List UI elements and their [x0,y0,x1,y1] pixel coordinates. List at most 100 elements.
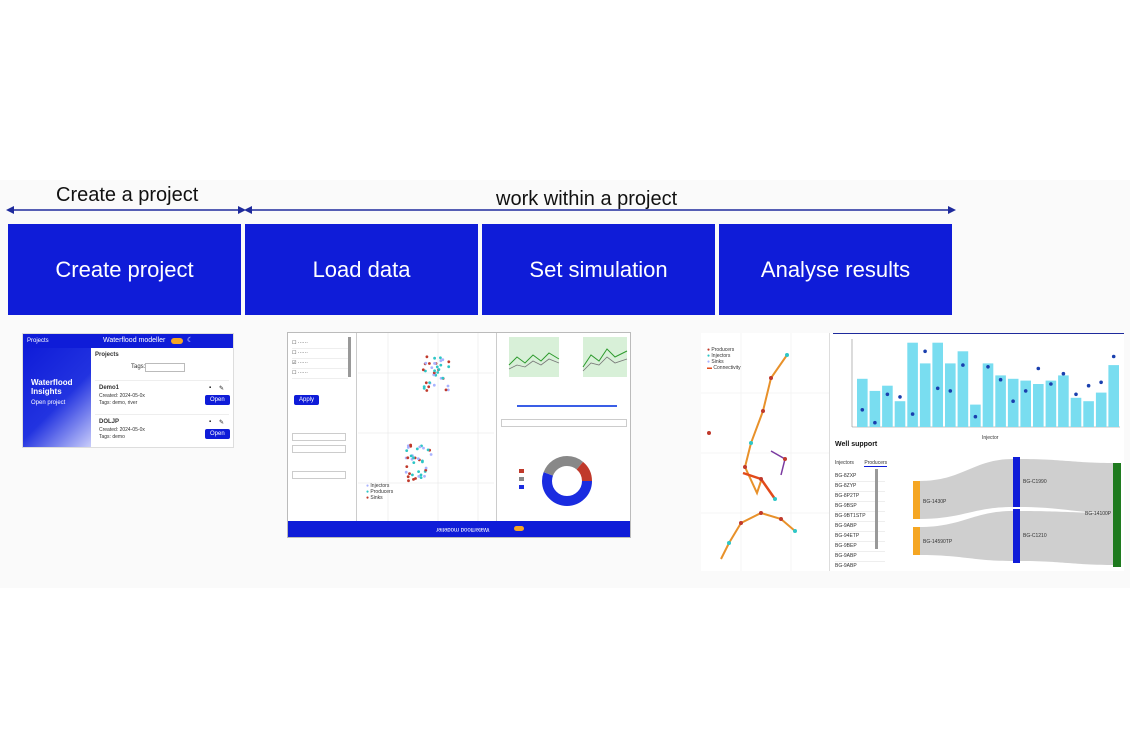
bar [1108,365,1119,427]
map-point [429,453,433,456]
bar [1083,401,1094,427]
map-point [419,473,423,477]
well-node [779,517,783,521]
map-point [424,466,428,470]
bar [1045,380,1057,427]
map-point [424,381,428,385]
bar-point [1036,366,1041,371]
map-point [430,366,434,369]
bar [1020,380,1031,427]
stage-create-project: Create project [8,224,241,315]
sankey-label: BG-14100P [1085,511,1112,517]
map-point [446,388,450,392]
thumb1-project-card[interactable]: Demo1 Created: 2024-05-0x Tags: demo, ri… [95,380,230,411]
thumb2-select[interactable] [292,471,346,479]
thumb2-date-field[interactable] [292,433,346,441]
map-point [417,470,420,473]
bar-point [986,365,990,369]
well-list-item[interactable]: BG-9ABP [835,562,885,571]
stage-analyse-results: Analyse results [719,224,952,315]
tab-injectors[interactable]: Injectors [835,460,854,466]
bar-point [910,412,915,416]
thumb3-map-legend-item: Producers [711,347,735,353]
edit-icon[interactable]: ✎ [219,420,225,426]
map-point [424,369,427,373]
map-point [421,460,424,464]
map-point [414,477,417,480]
thumb2-scrollbar[interactable] [348,337,351,377]
map-point [424,361,428,365]
well-list-item[interactable]: BG-9BEP [835,542,885,552]
thumb1-open-button[interactable]: Open [205,429,230,439]
thumb2-date-field[interactable] [292,445,346,453]
map-point [407,479,410,483]
thumb3-well-scrollbar[interactable] [875,469,878,549]
well-list-item[interactable]: BG-9BT1STP [835,512,885,522]
map-point [404,470,408,474]
bar-point [961,363,965,367]
map-point [447,365,451,369]
well-list-item[interactable]: BG-8ZXP [835,472,885,482]
map-point [406,475,410,479]
thumb1-tags-input[interactable] [145,363,185,372]
thumb3-bar-chart: Injector [851,339,1120,441]
sankey-label: BG-C1210 [1023,533,1047,539]
well-node [785,353,789,357]
map-point [428,381,431,384]
thumb2-dropdown[interactable] [501,419,627,427]
well-list-item[interactable]: BG-9ABP [835,522,885,532]
phase-work-label: work within a project [496,188,678,210]
tab-producers[interactable]: Producers [864,460,888,467]
well-list-item[interactable]: BG-8P2TP [835,492,885,502]
well-list-item[interactable]: BG-94ETP [835,532,885,542]
thumb3-connectivity-map[interactable] [701,333,830,571]
bar [857,378,868,427]
legend-dot-icon: ● [707,347,711,353]
sankey-label: BG-1430P [923,499,947,505]
well-node [743,465,747,469]
bar-point [1099,380,1103,385]
trash-icon[interactable]: ▪ [209,419,212,425]
map-point [428,362,431,365]
map-point [422,386,426,390]
map-point [435,365,439,369]
thumb3-well-support: Well support Injectors Producers BG-8ZXP… [835,441,888,571]
thumb1-project-tags: Tags: demo [99,434,125,440]
bar [1058,375,1069,427]
well-list-item[interactable]: BG-9ABP [835,552,885,562]
bar-point [998,377,1003,382]
bar-point [1111,354,1116,359]
thumb2-slider[interactable] [517,405,617,407]
edit-icon[interactable]: ✎ [219,386,225,392]
map-point [412,456,415,460]
map-point [439,363,443,367]
well-list-item[interactable]: BG-9BSP [835,502,885,512]
map-point [415,447,419,451]
thumb2-well-map[interactable] [358,333,494,521]
well-node [761,409,765,413]
map-point [437,368,441,371]
sankey-node-mid [1013,457,1020,507]
thumb1-topbar-left: Projects [27,338,49,344]
stage-load-data: Load data [245,224,478,315]
well-list-item[interactable]: BG-8ZYP [835,482,885,492]
bar-point [885,392,890,397]
bar-point [860,408,865,412]
map-point [406,446,410,449]
map-point [408,472,411,475]
map-point [425,389,429,392]
thumb1-project-card[interactable]: DOLJP Created: 2024-05-0x Tags: demo ▪ ✎… [95,414,230,445]
thumb1-project-name: Demo1 [99,385,120,391]
well-node [773,497,777,501]
sankey-node-source [913,527,920,555]
legend-dot-icon: ● [366,495,370,501]
map-point [424,468,428,472]
phase-create-arrow [6,206,246,214]
trash-icon[interactable]: ▪ [209,385,212,391]
thumb2-apply-button[interactable]: Apply [294,395,320,405]
well-node [749,441,753,445]
thumb1-open-button[interactable]: Open [205,395,230,405]
bar [869,390,881,427]
well-node [793,529,797,533]
